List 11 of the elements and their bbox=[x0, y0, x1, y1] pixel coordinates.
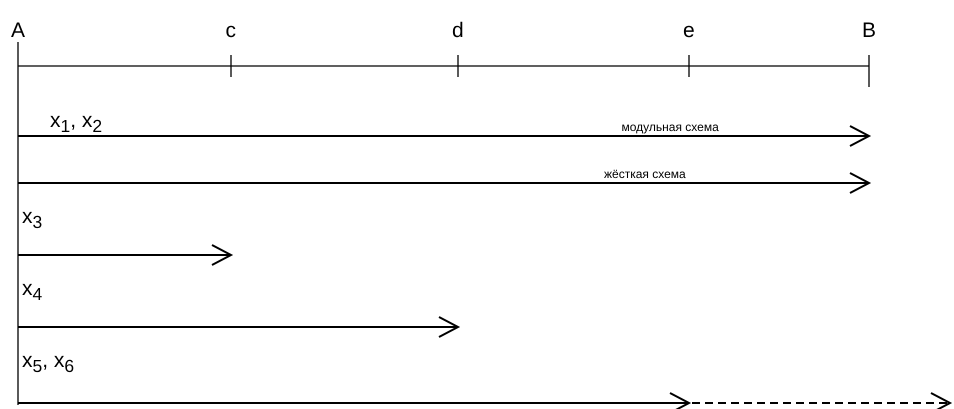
scheme-label: модульная схема bbox=[622, 121, 719, 133]
variable-label: x$_{3}$ bbox=[22, 206, 42, 232]
scheme-label: жёсткая схема bbox=[604, 168, 686, 180]
point-label: d bbox=[452, 20, 464, 41]
point-label: B bbox=[862, 20, 876, 41]
variable-label: x$_{5}$, x$_{6}$ bbox=[22, 350, 74, 376]
variable-label: x$_{1}$, x$_{2}$ bbox=[50, 110, 102, 136]
point-label: A bbox=[11, 20, 26, 41]
point-label: c bbox=[226, 20, 236, 41]
point-label: e bbox=[683, 20, 695, 41]
variable-label: x$_{4}$ bbox=[22, 278, 42, 304]
